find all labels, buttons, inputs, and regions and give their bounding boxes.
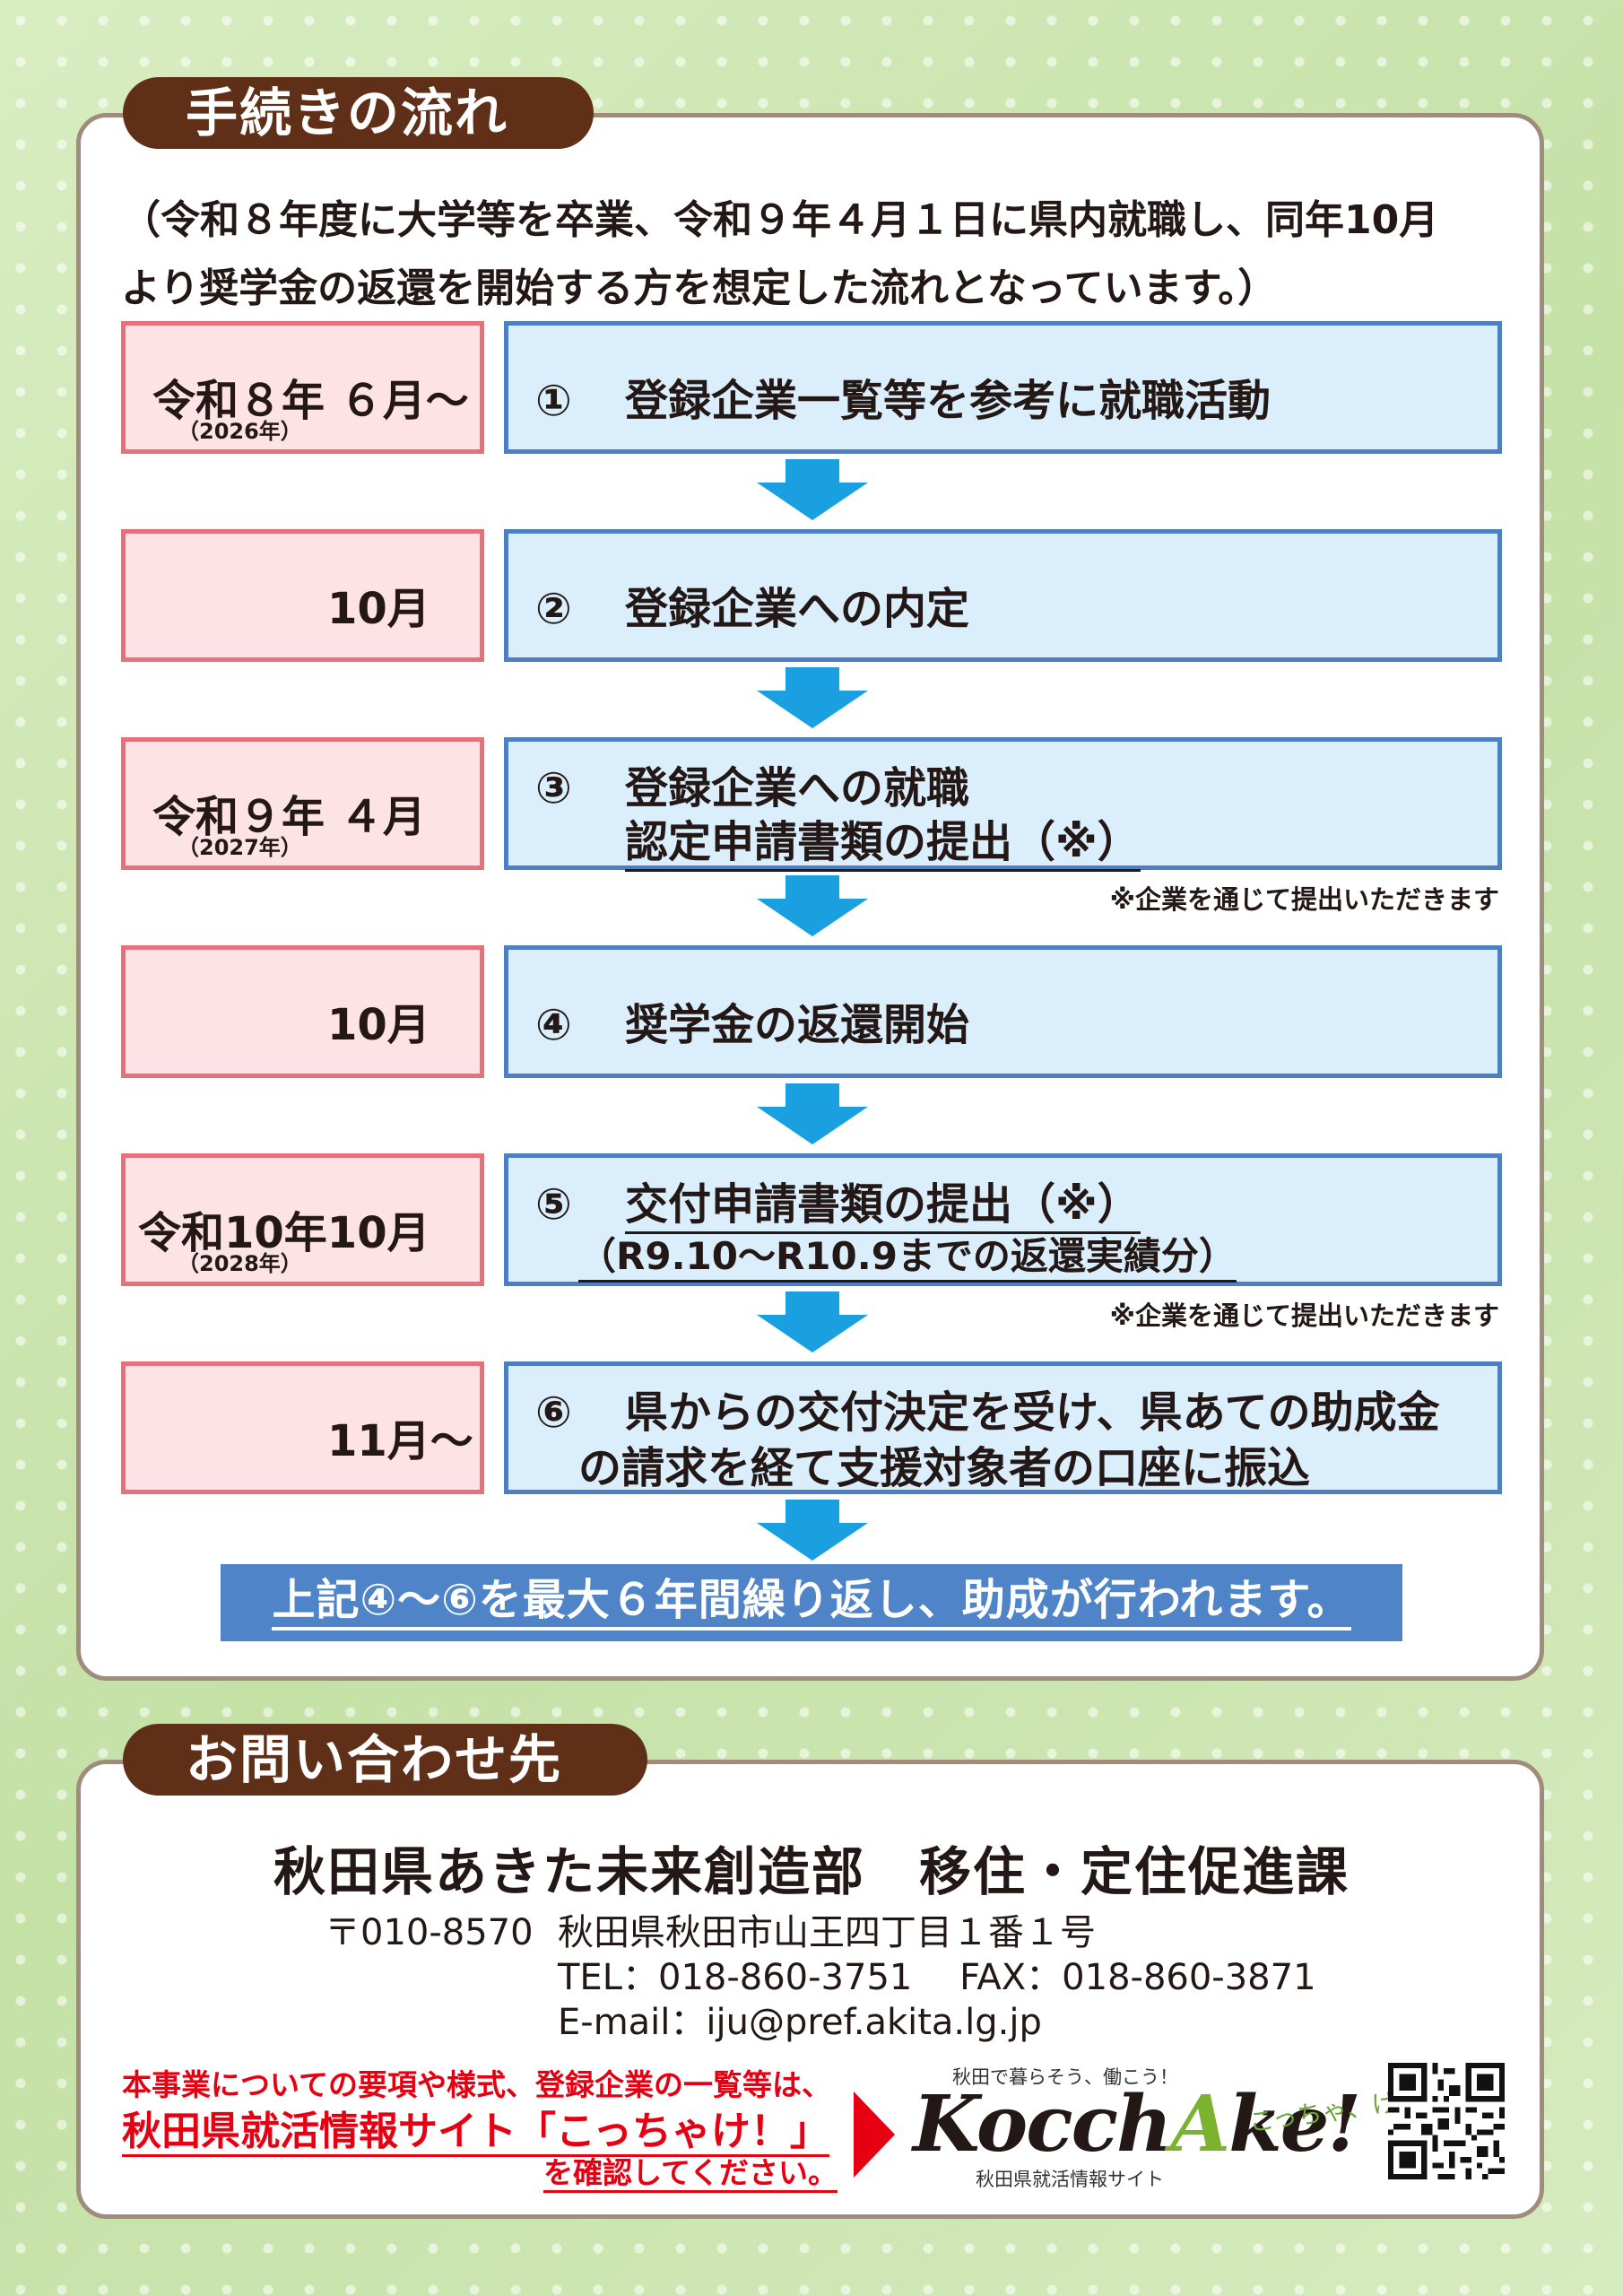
- logo-name-part-1: Kocch: [913, 2079, 1172, 2170]
- step-2-line-1: 登録企業への内定: [625, 584, 970, 634]
- department-name: 秋田県あきた未来創造部 移住・定住促進課: [273, 1841, 1350, 1902]
- step-3-box: ③ 登録企業への就職 認定申請書類の提出（※）: [504, 737, 1502, 872]
- step-3-date: 令和９年 ４月: [152, 792, 426, 842]
- intro-line-1: （令和８年度に大学等を卒業、令和９年４月１日に県内就職し、同年10月: [121, 197, 1439, 243]
- kocchake-logo[interactable]: KocchAke!: [913, 2079, 1361, 2170]
- logo-name-part-3: ke!: [1228, 2079, 1361, 2170]
- summary-text: 上記④〜⑥を最大６年間繰り返し、助成が行われます。: [272, 1575, 1351, 1631]
- step-4-box: ④ 奨学金の返還開始: [504, 945, 1502, 1078]
- step-1-number: ①: [535, 376, 572, 426]
- contact-section-title: お問い合わせ先: [123, 1724, 647, 1796]
- postal-code: 〒010-8570: [325, 1912, 534, 1953]
- step-5-line-2: （R9.10〜R10.9までの返還実績分）: [578, 1234, 1237, 1283]
- step-5-line-2-wrap: （R9.10〜R10.9までの返還実績分）: [578, 1226, 1237, 1283]
- step-5-date: 令和10年10月: [138, 1208, 430, 1258]
- step-3-text: ③ 登録企業への就職: [535, 752, 969, 815]
- step-3-year: （2027年）: [178, 835, 302, 860]
- site-note-line-3-wrap: を確認してください。: [543, 2149, 838, 2193]
- step-6-date: 11月〜: [327, 1416, 473, 1466]
- step-6-line-2: の請求を経て支援対象者の口座に振込: [578, 1443, 1311, 1493]
- arrow-down-icon: [757, 1083, 868, 1144]
- step-5-box: ⑤ 交付申請書類の提出（※） （R9.10〜R10.9までの返還実績分）: [504, 1153, 1502, 1286]
- step-3-line-1: 登録企業への就職: [625, 763, 970, 813]
- step-4-date-box: 10月: [121, 945, 484, 1078]
- logo-name-part-2: A: [1170, 2079, 1230, 2170]
- step-1-line-1: 登録企業一覧等を参考に就職活動: [625, 376, 1271, 426]
- logo-tagline: 秋田で暮らそう、働こう！: [952, 2066, 1178, 2088]
- arrow-down-icon: [757, 875, 868, 936]
- step-6-line-1: 県からの交付決定を受け、県あての助成金: [625, 1387, 1440, 1438]
- step-4-date: 10月: [327, 1000, 430, 1050]
- site-note-line-2-wrap: 秋田県就活情報サイト「こっちゃけ！」: [122, 2099, 829, 2157]
- step-4-line-1: 奨学金の返還開始: [625, 1000, 970, 1050]
- step-6-date-box: 11月〜: [121, 1361, 484, 1494]
- qr-code-icon[interactable]: [1388, 2063, 1505, 2179]
- step-6-box: ⑥ 県からの交付決定を受け、県あての助成金 の請求を経て支援対象者の口座に振込: [504, 1361, 1502, 1494]
- pointer-triangle-icon: [854, 2092, 895, 2178]
- step-5-note: ※企業を通じて提出いただきます: [1109, 1300, 1499, 1331]
- summary-banner: 上記④〜⑥を最大６年間繰り返し、助成が行われます。: [221, 1564, 1402, 1641]
- email-link[interactable]: E-mail：iju@pref.akita.lg.jp: [558, 2002, 1042, 2043]
- step-1-text: ① 登録企業一覧等を参考に就職活動: [535, 365, 1271, 428]
- step-4-text: ④ 奨学金の返還開始: [535, 989, 969, 1052]
- step-5-number: ⑤: [535, 1179, 572, 1230]
- site-note-line-2[interactable]: 秋田県就活情報サイト「こっちゃけ！」: [122, 2109, 829, 2157]
- arrow-down-icon: [757, 1292, 868, 1352]
- step-5-date-box: 令和10年10月 （2028年）: [121, 1153, 484, 1286]
- contact-panel: [76, 1760, 1544, 2219]
- logo-subtitle: 秋田県就活情報サイト: [976, 2169, 1164, 2190]
- step-4-number: ④: [535, 1000, 572, 1050]
- step-3-line-2-wrap: 認定申請書類の提出（※）: [625, 806, 1141, 872]
- step-2-number: ②: [535, 584, 572, 634]
- step-5-text: ⑤ 交付申請書類の提出（※）: [535, 1169, 1141, 1234]
- step-1-box: ① 登録企業一覧等を参考に就職活動: [504, 321, 1502, 454]
- procedure-section-title: 手続きの流れ: [123, 77, 594, 149]
- step-2-box: ② 登録企業への内定: [504, 529, 1502, 662]
- arrow-down-icon: [757, 667, 868, 728]
- step-3-note: ※企業を通じて提出いただきます: [1109, 884, 1499, 915]
- intro-text: （令和８年度に大学等を卒業、令和９年４月１日に県内就職し、同年10月 より奨学金…: [121, 187, 1520, 323]
- address: 秋田県秋田市山王四丁目１番１号: [558, 1912, 1096, 1953]
- site-note-line-1: 本事業についての要項や様式、登録企業の一覧等は、: [122, 2067, 832, 2102]
- site-note-line-3: を確認してください。: [543, 2155, 838, 2193]
- step-1-date: 令和８年 ６月〜: [152, 376, 469, 426]
- step-1-year: （2026年）: [178, 419, 302, 444]
- tel-fax: TEL：018-860-3751 FAX：018-860-3871: [558, 1957, 1316, 1998]
- step-5-year: （2028年）: [178, 1251, 302, 1276]
- arrow-down-icon: [757, 1500, 868, 1561]
- step-2-date: 10月: [327, 584, 430, 634]
- step-5-line-1: 交付申請書類の提出（※）: [625, 1179, 1141, 1234]
- step-3-line-2: 認定申請書類の提出（※）: [625, 817, 1141, 872]
- step-2-date-box: 10月: [121, 529, 484, 662]
- step-3-date-box: 令和９年 ４月 （2027年）: [121, 737, 484, 870]
- intro-line-2: より奨学金の返還を開始する方を想定した流れとなっています。）: [121, 265, 1278, 311]
- step-6-number: ⑥: [535, 1387, 572, 1438]
- step-1-date-box: 令和８年 ６月〜 （2026年）: [121, 321, 484, 454]
- step-3-number: ③: [535, 763, 572, 813]
- step-6-text: ⑥ 県からの交付決定を受け、県あての助成金: [535, 1377, 1440, 1439]
- step-2-text: ② 登録企業への内定: [535, 573, 969, 636]
- arrow-down-icon: [757, 459, 868, 520]
